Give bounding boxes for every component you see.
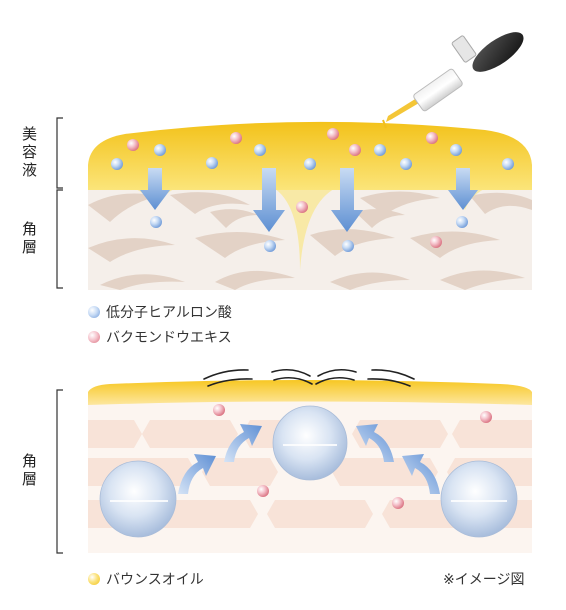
image-note-text: ※イメージ図: [443, 572, 525, 588]
image-note: ※イメージ図: [443, 569, 524, 589]
legend-bakumondou: バクモンドウエキス: [88, 327, 232, 347]
hyaluronic-acid-dots: [111, 144, 514, 252]
label-stratum-top: 角層: [22, 220, 38, 256]
legend-oil: バウンスオイル: [88, 569, 204, 589]
bracket-serum: [56, 117, 63, 189]
legend-oil-text: バウンスオイル: [106, 572, 204, 588]
bottom-bakumondou-dots: [213, 404, 492, 509]
serum-penetration: [270, 186, 340, 270]
bounce-lines: [203, 368, 415, 387]
label-stratum-bottom: 角層: [22, 452, 38, 488]
blue-dot-icon: [88, 306, 100, 318]
sphere-highlights: [110, 444, 507, 502]
legend-hyaluronic-text: 低分子ヒアルロン酸: [106, 305, 232, 321]
lift-arrows: [178, 424, 440, 494]
pink-dot-icon: [88, 331, 100, 343]
bracket-stratum-top: [56, 189, 63, 289]
pipette-icon: [382, 32, 524, 129]
label-serum: 美容液: [22, 125, 38, 179]
serum-layer: [88, 121, 532, 190]
bakumondou-extract-dots: [127, 128, 442, 248]
bracket-stratum-bottom: [56, 389, 63, 554]
legend-bakumondou-text: バクモンドウエキス: [106, 330, 232, 346]
oil-layer: [88, 380, 532, 405]
bounce-oil-spheres: [99, 405, 518, 538]
legend-hyaluronic: 低分子ヒアルロン酸: [88, 302, 232, 322]
yellow-dot-icon: [88, 573, 100, 585]
penetration-arrows: [140, 168, 478, 232]
